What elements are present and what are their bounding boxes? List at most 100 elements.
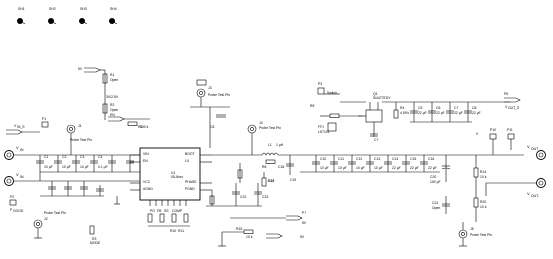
svg-text:GOOD: GOOD — [13, 209, 24, 213]
voltage-select-label: 3V/2.5V — [106, 95, 119, 99]
vcc-label: 5V — [78, 67, 83, 71]
mounting-hole-2: SH2 — [48, 7, 57, 25]
test-point-p7: P7 5V — [230, 211, 307, 225]
svg-text:P11: P11 — [507, 128, 513, 132]
svg-text:COMP: COMP — [172, 209, 183, 213]
svg-text:Q1: Q1 — [373, 92, 378, 96]
svg-text:3V/2.5V: 3V/2.5V — [106, 95, 119, 99]
r5-ref: R5 — [138, 125, 142, 129]
lower-divider: R15 10 k 5V — [218, 227, 305, 247]
svg-text:R4: R4 — [400, 106, 404, 110]
svg-text:Switch: Switch — [327, 91, 337, 95]
top-cap-bank: C5 22 µF C6 22 µF C7 22 µF C8 22 µF — [410, 102, 481, 123]
svg-text:Probe Test Pin: Probe Test Pin — [44, 211, 66, 215]
svg-text:PG: PG — [150, 209, 155, 213]
svg-text:R10: R10 — [170, 229, 176, 233]
enable-net: EN — [108, 113, 150, 122]
ground-symbol — [114, 196, 120, 205]
controller-ic-u1: U1 ISL8xxx VIN EN VCC AGND BOOT LX PHASE… — [130, 147, 212, 213]
svg-text:L1: L1 — [268, 143, 272, 147]
svg-text:1 µH: 1 µH — [276, 143, 284, 147]
svg-text:R15: R15 — [236, 227, 242, 231]
svg-text:C3: C3 — [80, 155, 84, 159]
mounting-hole-label: SH3 — [80, 7, 87, 11]
resistor-r4-series — [320, 113, 362, 118]
svg-text:C4: C4 — [98, 155, 102, 159]
svg-text:J3: J3 — [208, 86, 212, 90]
probe-test-pin-j1: J1 Probe Test Pin — [66, 124, 92, 155]
svg-text:C7: C7 — [374, 138, 378, 142]
svg-text:R16: R16 — [268, 179, 274, 183]
svg-text:Probe Test Pin: Probe Test Pin — [208, 93, 230, 97]
probe-test-pin-j5: J5 Probe Test Pin — [458, 222, 492, 247]
svg-text:Probe Test Pin: Probe Test Pin — [470, 233, 492, 237]
svg-text:C5: C5 — [418, 106, 422, 110]
svg-text:LX: LX — [185, 159, 190, 163]
probe-test-pin-j3: J3 Probe Test Pin — [196, 79, 230, 107]
svg-text:FF1: FF1 — [318, 125, 324, 129]
svg-text:22 µF: 22 µF — [428, 166, 437, 170]
resistor-r5: R5 100 k — [127, 121, 149, 129]
svg-text:V: V — [16, 145, 19, 150]
svg-text:IN_S: IN_S — [17, 125, 25, 129]
svg-text:P6: P6 — [504, 92, 508, 96]
svg-text:C19: C19 — [290, 178, 296, 182]
vin-plus-connector: V IN — [4, 145, 140, 160]
svg-text:10 µF: 10 µF — [62, 165, 71, 169]
bulk-cap-c20: C20 100 µF — [430, 155, 451, 184]
svg-text:SS: SS — [164, 209, 169, 213]
vout-minus-connector: V OUT- — [485, 178, 546, 198]
svg-text:22 µF: 22 µF — [454, 111, 463, 115]
test-point-p1: P1 — [41, 117, 49, 128]
svg-text:Si4477EDY: Si4477EDY — [373, 96, 391, 100]
svg-text:C10: C10 — [320, 157, 326, 161]
r2-ref: R2 — [110, 103, 114, 107]
svg-text:10 k: 10 k — [246, 235, 253, 239]
flip-flop-ff1: FF1 LS7101 — [318, 122, 337, 134]
center-lower-caps: C22 C23 — [206, 183, 268, 207]
vin-sense-connector: V IN_S — [6, 124, 40, 135]
svg-text:R8: R8 — [262, 165, 266, 169]
svg-text:C7: C7 — [454, 106, 458, 110]
svg-text:C16: C16 — [428, 157, 434, 161]
mosfet-q1: Q1 Si4477EDY C7 — [358, 92, 391, 142]
svg-text:0.1 µF: 0.1 µF — [98, 165, 108, 169]
svg-text:EN: EN — [143, 159, 148, 163]
svg-text:C14: C14 — [392, 157, 398, 161]
r1-value: Open — [110, 78, 118, 82]
svg-text:C15: C15 — [410, 157, 416, 161]
svg-text:C21: C21 — [432, 201, 438, 205]
resistor-r4: R4 4.99 k — [393, 102, 410, 119]
feedback-resistor-r14: R14 10 k — [473, 155, 487, 198]
svg-text:P2: P2 — [10, 195, 14, 199]
svg-text:10 µF: 10 µF — [80, 165, 89, 169]
output-cap-bank: C10 10 µF C11 10 µF C12 10 µF C13 10 µF … — [312, 155, 437, 172]
svg-text:22 µF: 22 µF — [392, 166, 401, 170]
center-divider: R16 — [261, 172, 274, 187]
svg-text:J2: J2 — [44, 217, 48, 221]
snubber-parts: R8 C18 C19 C17 — [262, 155, 296, 183]
vcc-input: 5V — [78, 67, 106, 120]
output-cap-c21: C21 Open — [432, 196, 450, 214]
svg-text:22 µF: 22 µF — [410, 166, 419, 170]
svg-text:P3: P3 — [318, 82, 322, 86]
svg-text:100 µF: 100 µF — [430, 180, 441, 184]
svg-text:OUT: OUT — [531, 147, 538, 151]
svg-text:J4: J4 — [259, 121, 263, 125]
svg-text:IN-: IN- — [20, 175, 25, 179]
mounting-hole-label: SH4 — [110, 7, 117, 11]
mounting-hole-label: SH2 — [49, 7, 56, 11]
svg-text:Probe Test Pin: Probe Test Pin — [259, 126, 281, 130]
svg-text:10 k: 10 k — [480, 175, 487, 179]
svg-text:4.99 k: 4.99 k — [400, 111, 410, 115]
mounting-hole-1: SH1 — [17, 7, 26, 25]
svg-text:AGND: AGND — [143, 187, 153, 191]
svg-text:C1: C1 — [44, 155, 48, 159]
vout-sense-connector-top: P6 V OUT_S — [504, 92, 521, 110]
svg-text:C23: C23 — [262, 195, 268, 199]
svg-text:OUT_S: OUT_S — [508, 106, 520, 110]
svg-text:10 k: 10 k — [480, 205, 487, 209]
svg-text:C12: C12 — [356, 157, 362, 161]
ground-resistor-array: R10 R11 — [147, 213, 190, 233]
svg-text:Open: Open — [432, 206, 440, 210]
